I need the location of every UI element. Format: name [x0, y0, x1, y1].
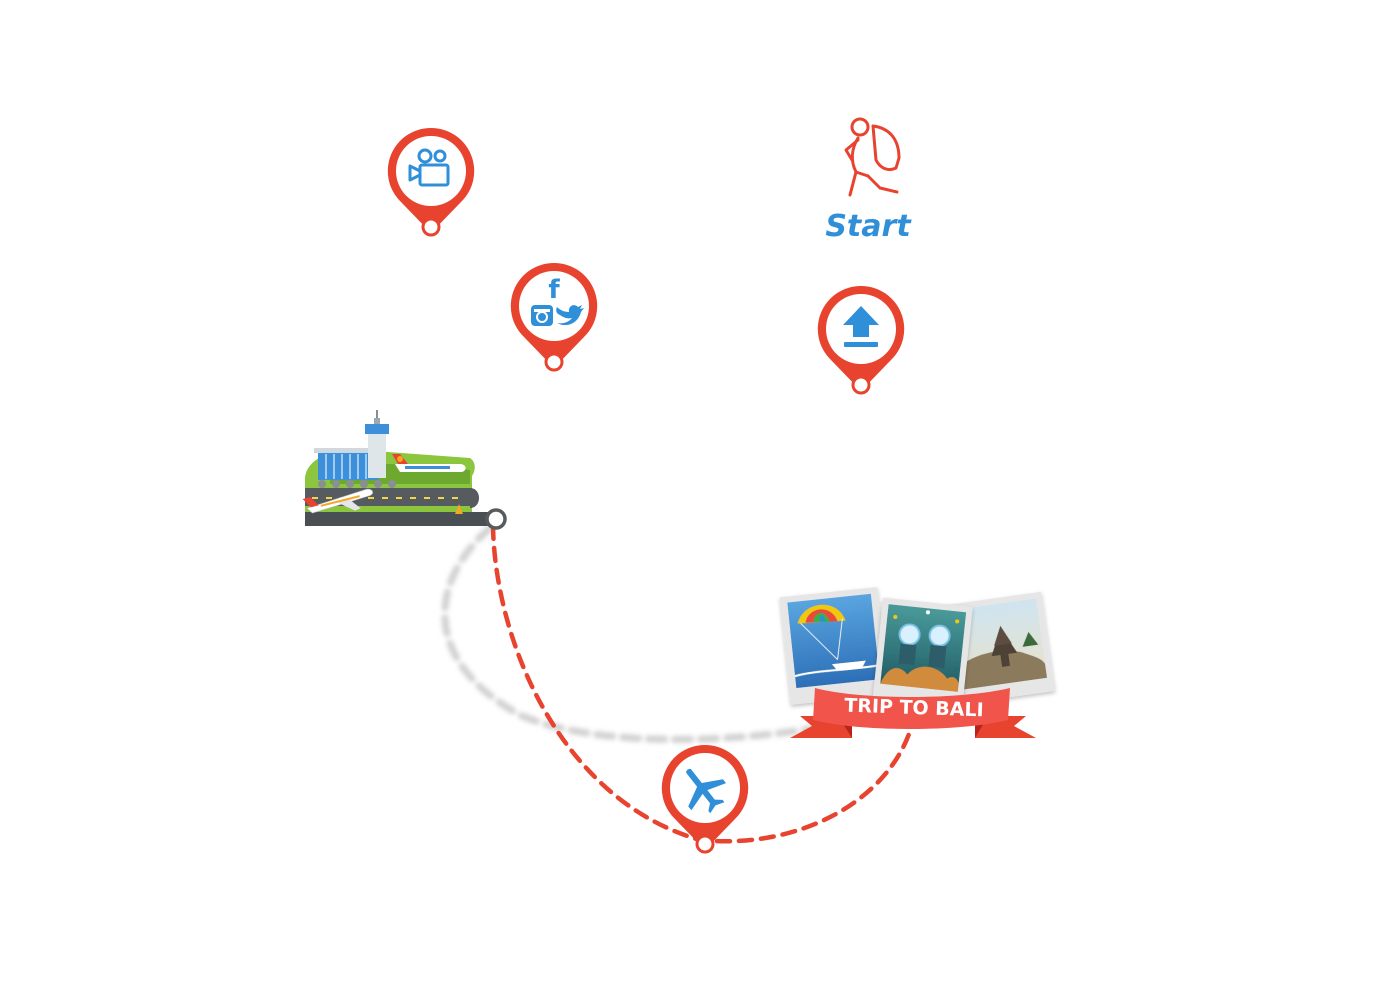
- facebook-icon: f: [548, 275, 560, 305]
- airport-illustration: [302, 410, 507, 530]
- flight-pin[interactable]: [661, 744, 749, 854]
- departing-plane-icon: [302, 488, 373, 514]
- instagram-icon: [531, 305, 553, 326]
- photo-parasail: [779, 587, 889, 705]
- video-pin[interactable]: [387, 127, 475, 237]
- upload-icon: [843, 306, 879, 347]
- route-path: [490, 523, 915, 844]
- upload-pin[interactable]: [817, 285, 905, 395]
- start-label[interactable]: Start: [825, 209, 912, 244]
- social-pin[interactable]: f: [510, 262, 598, 372]
- photo-seawalker: [872, 597, 973, 707]
- shadow-path: [441, 524, 884, 743]
- airplane-icon: [686, 768, 727, 814]
- twitter-icon: [556, 305, 584, 326]
- trip-banner: TRIP TO BALI: [790, 688, 1036, 738]
- video-camera-icon: [408, 148, 450, 187]
- banner-label: TRIP TO BALI: [844, 695, 984, 722]
- hiker-icon: [844, 117, 901, 197]
- photo-collage: TRIP TO BALI: [779, 587, 1055, 738]
- photo-temple: [945, 591, 1055, 705]
